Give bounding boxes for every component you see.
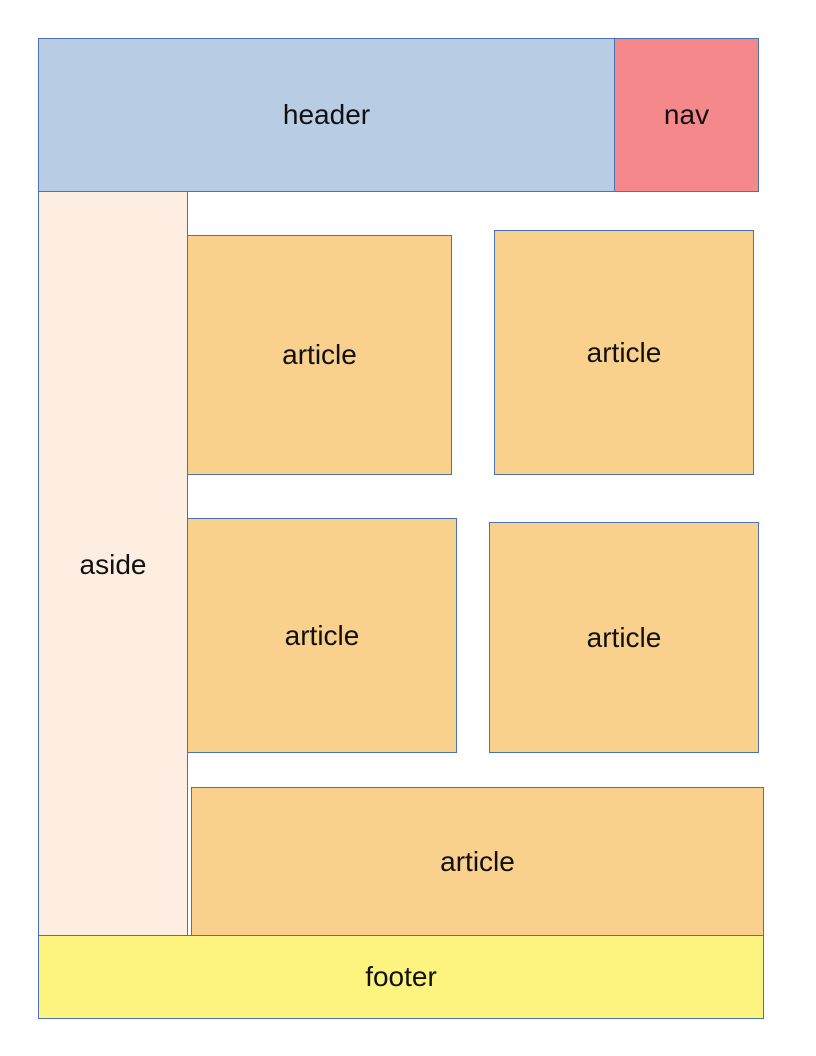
nav-region: nav <box>614 38 759 192</box>
aside-region: aside <box>38 191 188 936</box>
article-region-1: article <box>187 235 452 475</box>
article-label: article <box>440 846 515 877</box>
article-region-4: article <box>489 522 759 753</box>
header-region: header <box>38 38 615 192</box>
article-region-5: article <box>191 787 764 937</box>
article-region-3: article <box>187 518 457 753</box>
article-label: article <box>284 619 360 651</box>
header-label: header <box>282 99 371 130</box>
footer-label: footer <box>365 961 437 992</box>
nav-label: nav <box>663 99 710 130</box>
article-label: article <box>282 339 357 370</box>
article-label: article <box>586 621 662 653</box>
aside-label: aside <box>79 548 147 580</box>
article-label: article <box>586 336 662 368</box>
article-region-2: article <box>494 230 754 475</box>
footer-region: footer <box>38 935 764 1019</box>
